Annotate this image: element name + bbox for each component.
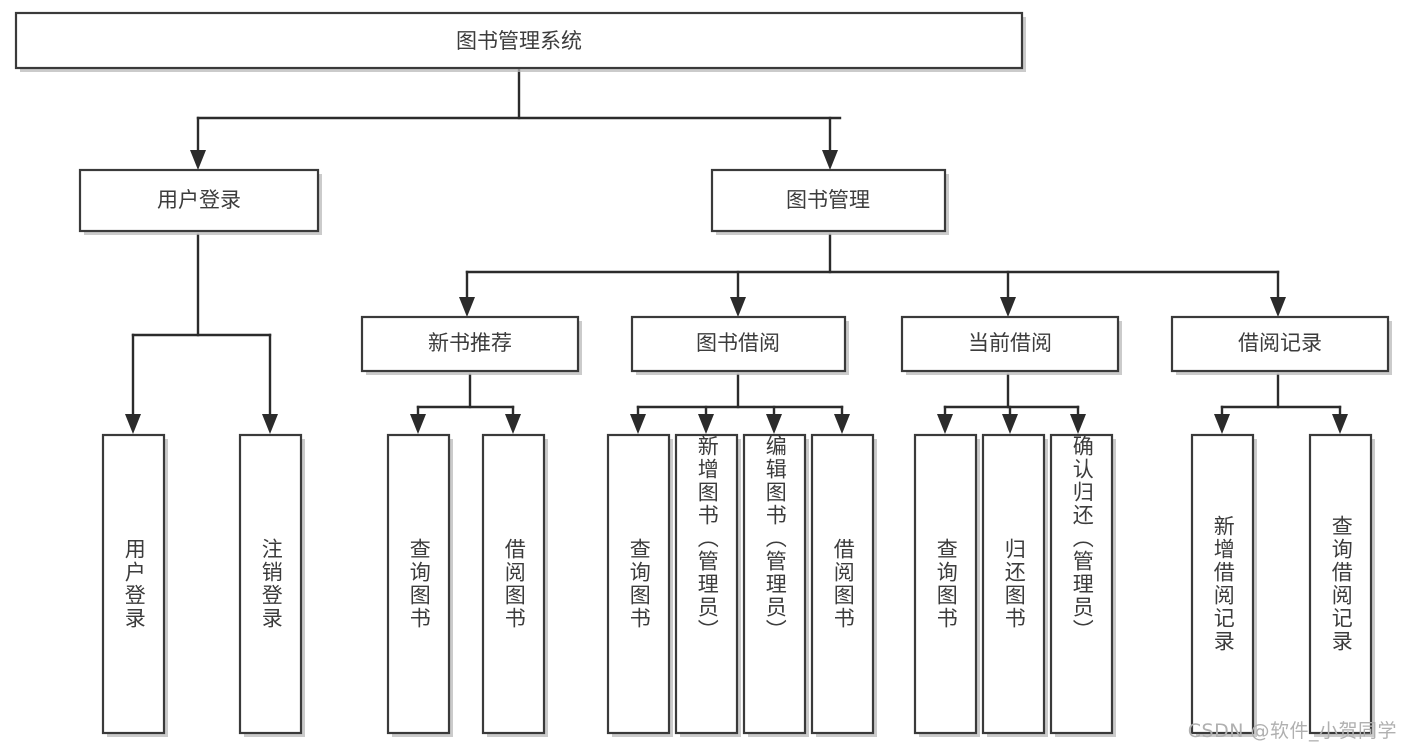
node-user-login-box[interactable] — [78, 168, 320, 233]
arrow-user-login-leaf-1 — [125, 414, 141, 434]
arrow-bm-to-new-book-rec — [459, 297, 475, 317]
arrow-bm-to-book-borrow — [730, 297, 746, 317]
leaf-query-record-box[interactable] — [1308, 433, 1373, 735]
node-borrow-record-box[interactable] — [1170, 315, 1390, 373]
leaf-add-book-box[interactable] — [674, 433, 739, 735]
leaf-user-login-box[interactable] — [101, 433, 166, 735]
node-book-manage-box[interactable] — [710, 168, 947, 233]
arrow-bb-leaf-3 — [766, 414, 782, 434]
connector-group-new-book-rec — [410, 373, 521, 434]
node-book-borrow-label: 图书借阅 — [696, 331, 780, 355]
connector-group-borrow-record — [1214, 373, 1348, 434]
connector-group-user-login — [125, 233, 278, 434]
arrow-bm-to-current-borrow — [1000, 297, 1016, 317]
arrow-bm-to-borrow-record — [1270, 297, 1286, 317]
leaf-query-book-1-box[interactable] — [386, 433, 451, 735]
node-root-box[interactable] — [14, 11, 1024, 70]
node-book-manage-label: 图书管理 — [786, 188, 870, 212]
node-user-login-label: 用户登录 — [157, 188, 241, 212]
node-current-borrow-box[interactable] — [900, 315, 1120, 373]
node-new-book-rec-label: 新书推荐 — [428, 331, 512, 355]
node-book-borrow[interactable]: 图书借阅 — [630, 315, 849, 375]
arrow-bb-leaf-1 — [630, 414, 646, 434]
node-book-manage[interactable]: 图书管理 — [710, 168, 949, 235]
leaf-logout-box[interactable] — [238, 433, 303, 735]
arrow-bb-leaf-4 — [834, 414, 850, 434]
connector-group-book-borrow — [630, 373, 850, 434]
leaf-borrow-book-1-box[interactable] — [481, 433, 546, 735]
node-current-borrow-label: 当前借阅 — [968, 331, 1052, 355]
node-root[interactable]: 图书管理系统 — [14, 11, 1026, 72]
arrow-cb-leaf-2 — [1002, 414, 1018, 434]
arrow-bb-leaf-2 — [698, 414, 714, 434]
node-current-borrow[interactable]: 当前借阅 — [900, 315, 1122, 375]
leaf-node-group — [101, 433, 1375, 737]
arrow-cb-leaf-1 — [937, 414, 953, 434]
node-new-book-rec-box[interactable] — [360, 315, 580, 373]
arrow-nbr-leaf-2 — [505, 414, 521, 434]
leaf-query-book-3-box[interactable] — [913, 433, 978, 735]
watermark-text: CSDN @软件_小贺同学 — [1187, 720, 1397, 742]
connector-group-current-borrow — [937, 373, 1086, 434]
arrow-user-login-leaf-2 — [262, 414, 278, 434]
leaf-edit-book-box[interactable] — [742, 433, 807, 735]
node-new-book-rec[interactable]: 新书推荐 — [360, 315, 582, 375]
arrow-cb-leaf-3 — [1070, 414, 1086, 434]
node-borrow-record[interactable]: 借阅记录 — [1170, 315, 1392, 375]
leaf-add-record-box[interactable] — [1190, 433, 1255, 735]
leaf-borrow-book-2-box[interactable] — [810, 433, 875, 735]
leaf-query-book-2-box[interactable] — [606, 433, 671, 735]
arrow-root-to-user-login — [190, 150, 206, 170]
arrow-nbr-leaf-1 — [410, 414, 426, 434]
arrow-br-leaf-2 — [1332, 414, 1348, 434]
node-borrow-record-label: 借阅记录 — [1238, 331, 1322, 355]
leaf-confirm-return-box[interactable] — [1049, 433, 1114, 735]
node-root-label: 图书管理系统 — [456, 29, 582, 53]
node-user-login[interactable]: 用户登录 — [78, 168, 322, 235]
arrow-root-to-book-manage — [822, 150, 838, 170]
node-book-borrow-box[interactable] — [630, 315, 847, 373]
leaf-return-book-box[interactable] — [981, 433, 1046, 735]
connector-group-root — [190, 66, 842, 170]
connector-group-book-manage — [459, 233, 1286, 317]
arrow-br-leaf-1 — [1214, 414, 1230, 434]
